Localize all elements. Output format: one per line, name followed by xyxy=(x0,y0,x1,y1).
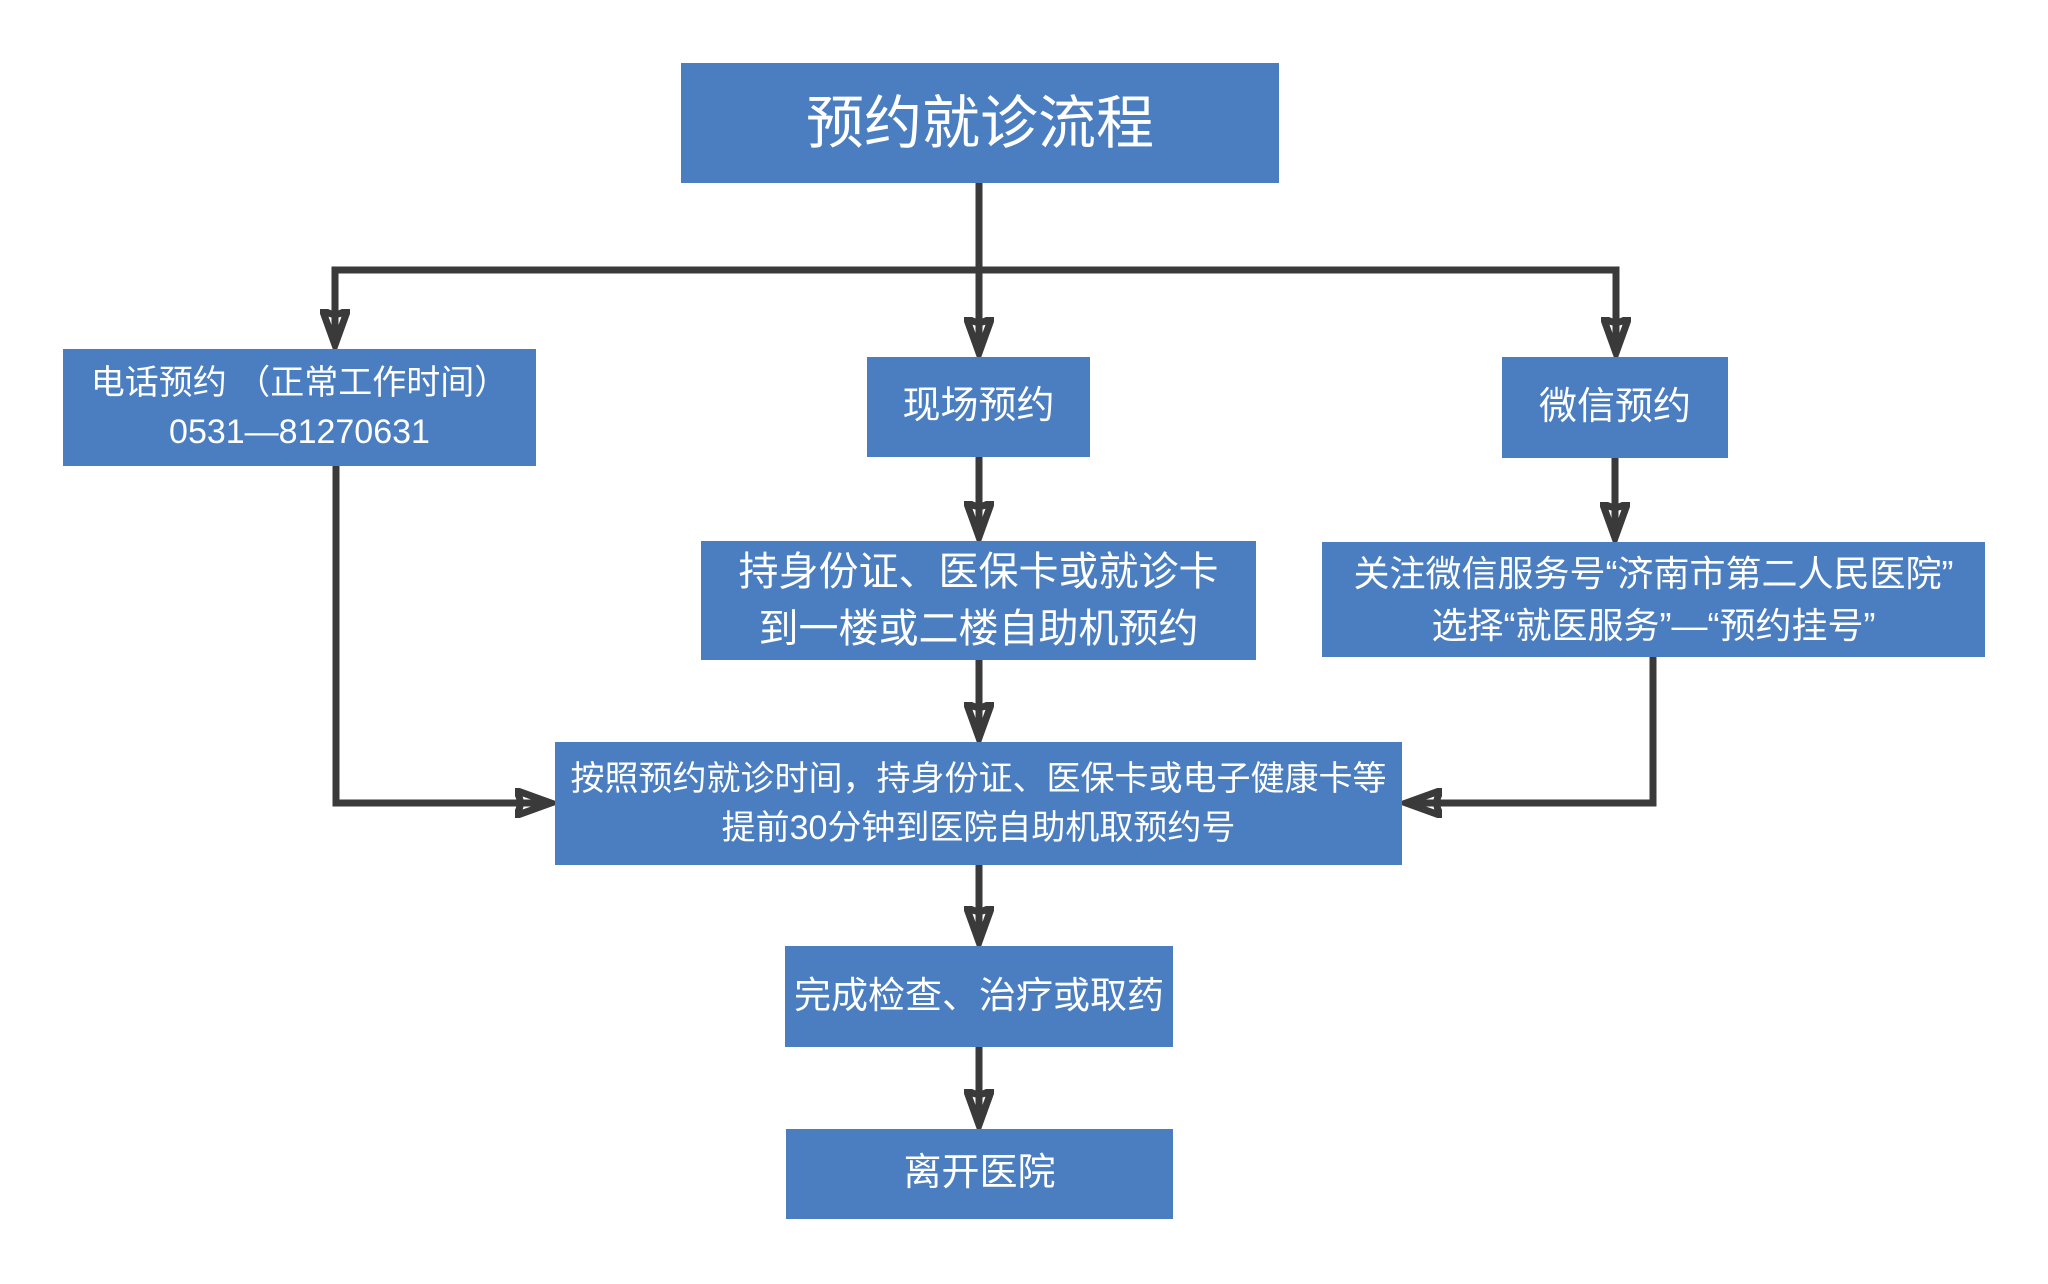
node-wechat-steps-line2: 选择“就医服务”—“预约挂号” xyxy=(1431,604,1876,646)
node-wechat-label: 微信预约 xyxy=(1538,385,1691,428)
node-phone-line2: 0531—81270631 xyxy=(169,412,430,451)
node-complete-label: 完成检查、治疗或取药 xyxy=(794,975,1164,1017)
node-phone-booking: 电话预约 （正常工作时间） 0531—81270631 xyxy=(63,349,536,466)
node-onsite-label: 现场预约 xyxy=(902,385,1055,428)
connector-phone-to-pickup xyxy=(332,466,551,803)
node-wechat-steps-line1: 关注微信服务号“济南市第二人民医院” xyxy=(1353,553,1954,595)
node-title-label: 预约就诊流程 xyxy=(805,88,1154,157)
node-onsite-booking: 现场预约 xyxy=(867,357,1090,457)
node-leave-label: 离开医院 xyxy=(903,1152,1056,1195)
connector-steps-to-pickup xyxy=(1406,657,1657,803)
node-complete-treatment: 完成检查、治疗或取药 xyxy=(785,946,1173,1047)
node-leave-hospital: 离开医院 xyxy=(786,1129,1173,1219)
node-pickup-number: 按照预约就诊时间，持身份证、医保卡或电子健康卡等 提前30分钟到医院自助机取预约… xyxy=(555,742,1402,865)
node-pickup-line2: 提前30分钟到医院自助机取预约号 xyxy=(721,808,1236,847)
node-machine-line1: 持身份证、医保卡或就诊卡 xyxy=(738,549,1219,594)
node-wechat-booking: 微信预约 xyxy=(1502,357,1728,458)
node-phone-line1: 电话预约 （正常工作时间） xyxy=(90,364,509,403)
node-title: 预约就诊流程 xyxy=(681,63,1279,183)
node-pickup-line1: 按照预约就诊时间，持身份证、医保卡或电子健康卡等 xyxy=(570,760,1387,799)
node-selfservice-machine: 持身份证、医保卡或就诊卡 到一楼或二楼自助机预约 xyxy=(701,541,1256,660)
node-wechat-steps: 关注微信服务号“济南市第二人民医院” 选择“就医服务”—“预约挂号” xyxy=(1322,542,1985,657)
node-machine-line2: 到一楼或二楼自助机预约 xyxy=(758,606,1199,651)
